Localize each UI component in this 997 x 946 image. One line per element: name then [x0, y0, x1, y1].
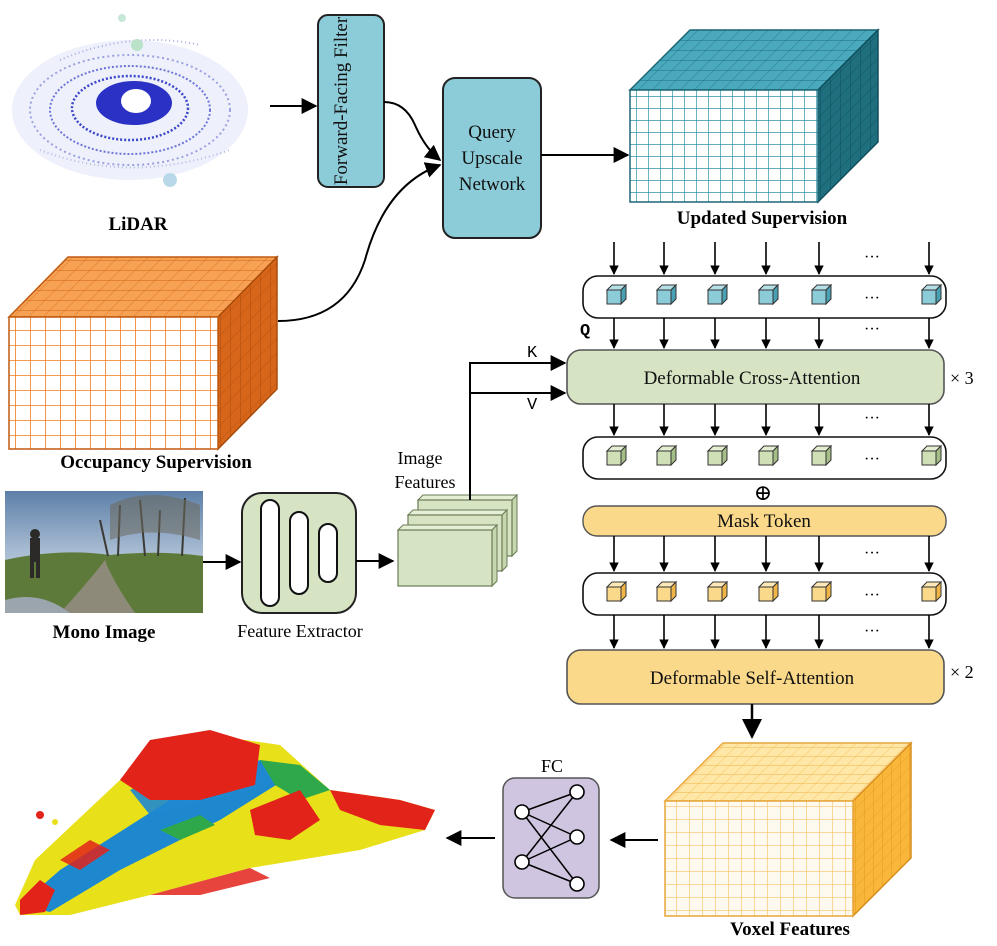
- occupancy-supervision-cube: [7, 255, 279, 451]
- fc-output-node: [569, 784, 585, 800]
- query-tokens: ···: [605, 283, 943, 307]
- query-token: [655, 283, 678, 306]
- ellipsis-dots: ···: [864, 623, 880, 640]
- masked-token: [920, 580, 943, 603]
- cross-output-token: [757, 444, 780, 467]
- lidar-pointcloud: [12, 14, 248, 187]
- mono-image-photo: [5, 491, 203, 613]
- self-attention-repeat: × 2: [950, 662, 974, 682]
- ellipsis-dots: ···: [864, 321, 880, 338]
- q-label: Q: [580, 322, 590, 341]
- masked-tokens: ···: [605, 580, 943, 604]
- mono-image-label: Mono Image: [53, 622, 156, 643]
- cross-output-token: [655, 444, 678, 467]
- mask-token-box: Mask Token: [582, 505, 947, 537]
- occupancy-prediction-render: [15, 730, 435, 915]
- self-attention-box: Deformable Self-Attention: [566, 649, 945, 705]
- token-flow-arrows: ··· ··· ··· ··· ···: [609, 242, 934, 649]
- query-token: [757, 283, 780, 306]
- fc-box: [502, 777, 600, 899]
- ellipsis-dots: ···: [864, 410, 880, 427]
- updated-supervision-label: Updated Supervision: [677, 208, 848, 229]
- query-token: [706, 283, 729, 306]
- ellipsis-dots: ···: [864, 451, 880, 468]
- mask-token-label: Mask Token: [717, 511, 811, 532]
- fc-label: FC: [541, 756, 563, 776]
- masked-token: [655, 580, 678, 603]
- v-label: V: [527, 396, 538, 415]
- forward-filter-label: Forward-Facing Filter: [331, 16, 352, 185]
- add-operator-icon: ⊕: [754, 480, 772, 505]
- arrow-key: [469, 355, 567, 500]
- feature-extractor-box: [241, 492, 357, 614]
- ellipsis-dots: ···: [864, 249, 880, 266]
- cross-attention-label: Deformable Cross-Attention: [644, 368, 861, 389]
- image-features-stack: [396, 493, 519, 588]
- fc-output-node: [569, 829, 585, 845]
- feature-extractor-label: Feature Extractor: [237, 621, 362, 641]
- fc-output-node: [569, 876, 585, 892]
- cross-output-tokens: ···: [605, 444, 943, 468]
- self-attention-label: Deformable Self-Attention: [650, 668, 855, 689]
- query-label: Query: [468, 122, 516, 143]
- upscale-label: Upscale: [461, 148, 522, 169]
- query-upscale-network-box: Query Upscale Network: [442, 77, 542, 239]
- cross-attention-repeat: × 3: [950, 368, 974, 388]
- query-token: [920, 283, 943, 306]
- image-features-label-1: Image: [398, 448, 443, 468]
- fc-input-node: [514, 854, 530, 870]
- cross-output-token: [706, 444, 729, 467]
- lidar-label: LiDAR: [108, 214, 167, 235]
- masked-token: [810, 580, 833, 603]
- updated-supervision-cube: [628, 28, 880, 204]
- cross-output-token: [605, 444, 628, 467]
- forward-facing-filter-box: Forward-Facing Filter: [317, 14, 385, 188]
- network-label: Network: [459, 174, 526, 195]
- masked-token: [706, 580, 729, 603]
- query-token: [605, 283, 628, 306]
- arrow-filter-query: [383, 101, 442, 161]
- image-features-label-2: Features: [395, 472, 456, 492]
- masked-token: [757, 580, 780, 603]
- cross-output-token: [920, 444, 943, 467]
- fc-input-node: [514, 804, 530, 820]
- ellipsis-dots: ···: [864, 587, 880, 604]
- ellipsis-dots: ···: [864, 545, 880, 562]
- cross-output-token: [810, 444, 833, 467]
- ellipsis-dots: ···: [864, 290, 880, 307]
- query-token: [810, 283, 833, 306]
- voxel-features-label: Voxel Features: [730, 919, 850, 940]
- occupancy-supervision-label: Occupancy Supervision: [60, 452, 252, 473]
- k-label: K: [527, 344, 538, 363]
- masked-token: [605, 580, 628, 603]
- arrow-occupancy-query: [277, 162, 442, 322]
- cross-attention-box: Deformable Cross-Attention: [566, 349, 945, 405]
- voxel-features-cube: [663, 741, 913, 918]
